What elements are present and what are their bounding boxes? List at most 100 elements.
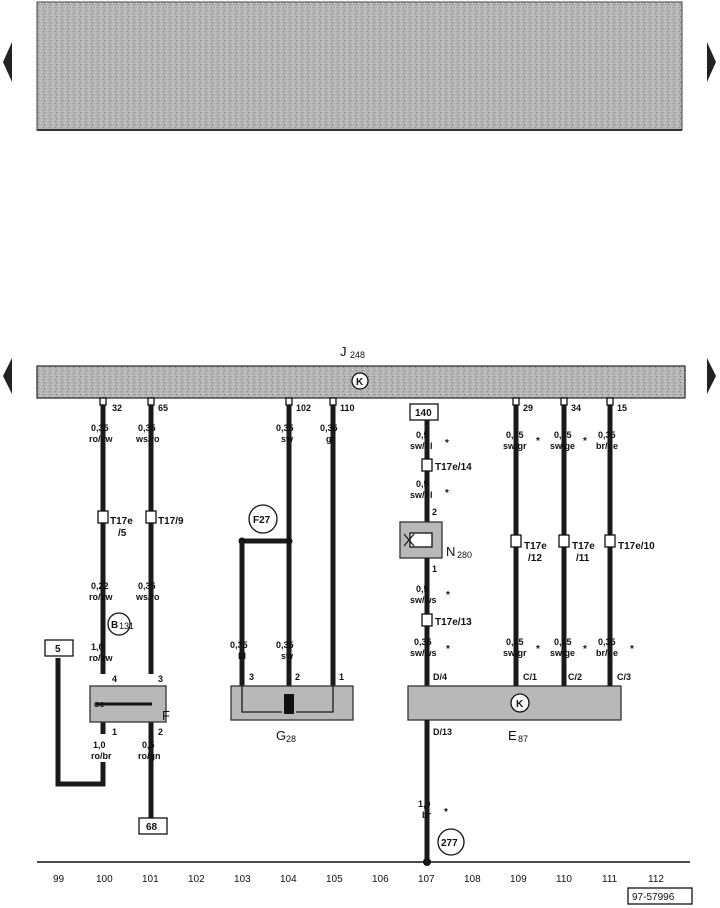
w140-ref: 140 [415, 408, 432, 419]
arrow-right-icon[interactable] [707, 358, 716, 394]
footer-col: 106 [372, 874, 389, 885]
ground-277 [437, 828, 465, 856]
w140-star: * [583, 644, 587, 655]
w32-color1: ro/sw [89, 434, 114, 444]
w29-conn: T17e [524, 541, 547, 552]
w65-pin: 65 [158, 403, 168, 413]
footer-col: 103 [234, 874, 251, 885]
w140-star: * [536, 644, 540, 655]
w15-color2: br/ge [596, 648, 618, 658]
arrow-right-icon[interactable] [707, 42, 716, 82]
w140-color2: sw/bl [410, 490, 433, 500]
connector-icon [421, 458, 433, 472]
g28-label: G [276, 728, 286, 743]
w102-color1: sw [281, 434, 294, 444]
w32-conn: T17e [110, 516, 133, 527]
w65-gauge2: 0,35 [138, 581, 156, 591]
arrow-left-icon[interactable] [3, 358, 12, 394]
footer-col: 108 [464, 874, 481, 885]
w32-pin: 32 [112, 403, 122, 413]
w34-color2: sw/ge [550, 648, 575, 658]
w29-gauge2: 0,35 [506, 637, 524, 647]
connector-icon [604, 534, 616, 548]
w15-epin: C/3 [617, 672, 631, 682]
w32-gauge4: 1,0 [93, 740, 106, 750]
w32-color2: ro/sw [89, 592, 114, 602]
w65-fpin: 3 [158, 674, 163, 684]
top-panel [36, 1, 683, 131]
w29-color2: sw/gr [503, 648, 527, 658]
w65-conn: T17/9 [158, 516, 184, 527]
w140-star: * [446, 590, 450, 601]
w15-gauge1: 0,35 [598, 430, 616, 440]
footer-col: 102 [188, 874, 205, 885]
e87-sub: 87 [518, 734, 528, 744]
footer-col: 107 [418, 874, 435, 885]
arrow-left-icon[interactable] [3, 42, 12, 82]
w29-conn2: /12 [528, 553, 542, 564]
w102-gpin: 2 [295, 672, 300, 682]
w140-gauge2: 0,5 [416, 479, 429, 489]
w110-gauge1: 0,35 [320, 423, 338, 433]
w32-gauge2: 0,22 [91, 581, 109, 591]
w65-color3: ro/gn [138, 751, 161, 761]
w32-gauge3: 1,0 [91, 642, 104, 652]
footer-columns: 99 100 101 102 103 104 105 106 107 108 1… [53, 874, 664, 885]
w65-color1: ws/ro [135, 434, 160, 444]
w32-ref: 5 [55, 644, 61, 655]
j248-label: J [340, 344, 347, 359]
ref-box-68 [138, 817, 168, 835]
w29-color1: sw/gr [503, 441, 527, 451]
w140-color1: sw/bl [410, 441, 433, 451]
w32-conn2: /5 [118, 528, 127, 539]
w34-epin: C/2 [568, 672, 582, 682]
w29-pin: 29 [523, 403, 533, 413]
w102-gauge2: 0,35 [276, 640, 294, 650]
w102-gauge1: 0,35 [276, 423, 294, 433]
w32-color3: ro/sw [89, 653, 114, 663]
w110-color1: gr [326, 434, 335, 444]
w34-color1: sw/ge [550, 441, 575, 451]
w102-pin: 102 [296, 403, 311, 413]
footer-col: 111 [602, 874, 618, 885]
w102-color2: sw [281, 651, 294, 661]
w140-gauge3: 0,5 [416, 584, 429, 594]
footer-col: 112 [648, 874, 664, 885]
w140-npin1: 2 [432, 507, 437, 517]
w140-color4: sw/ws [410, 648, 437, 658]
wbl-gpin: 3 [249, 672, 254, 682]
f27-circle [248, 504, 278, 534]
w32-gauge1: 0,35 [91, 423, 109, 433]
footer-col: 101 [142, 874, 159, 885]
w140-star: * [444, 807, 448, 818]
footer-col: 104 [280, 874, 297, 885]
f27-label: F27 [253, 515, 271, 526]
w140-star: * [630, 644, 634, 655]
footer-col: 100 [96, 874, 113, 885]
wbl-color: bl [238, 651, 246, 661]
connector-icon [145, 510, 157, 524]
w140-epin2: D/13 [433, 727, 452, 737]
footer-col: 110 [556, 874, 572, 885]
j248-symbol: K [356, 377, 364, 388]
b131-splice [107, 612, 131, 636]
w34-pin: 34 [571, 403, 581, 413]
connector-icon [421, 613, 433, 627]
wbl-gauge: 0,35 [230, 640, 248, 650]
w34-conn: T17e [572, 541, 595, 552]
connector-icon [510, 534, 522, 548]
w140-star: * [446, 644, 450, 655]
j248-sub: 248 [350, 350, 365, 360]
footer-col: 105 [326, 874, 343, 885]
w65-gauge3: 0,5 [142, 740, 155, 750]
n280-sub: 280 [457, 550, 472, 560]
w140-color3: sw/ws [410, 595, 437, 605]
b131-sub: 131 [119, 621, 134, 631]
w32-fpin: 4 [112, 674, 117, 684]
w140-color5: br [422, 810, 431, 820]
w34-gauge1: 0,35 [554, 430, 572, 440]
w140-star: * [445, 438, 449, 449]
f-label: F [162, 708, 170, 723]
g28-sub: 28 [286, 734, 296, 744]
f-inner: oe [94, 699, 105, 709]
